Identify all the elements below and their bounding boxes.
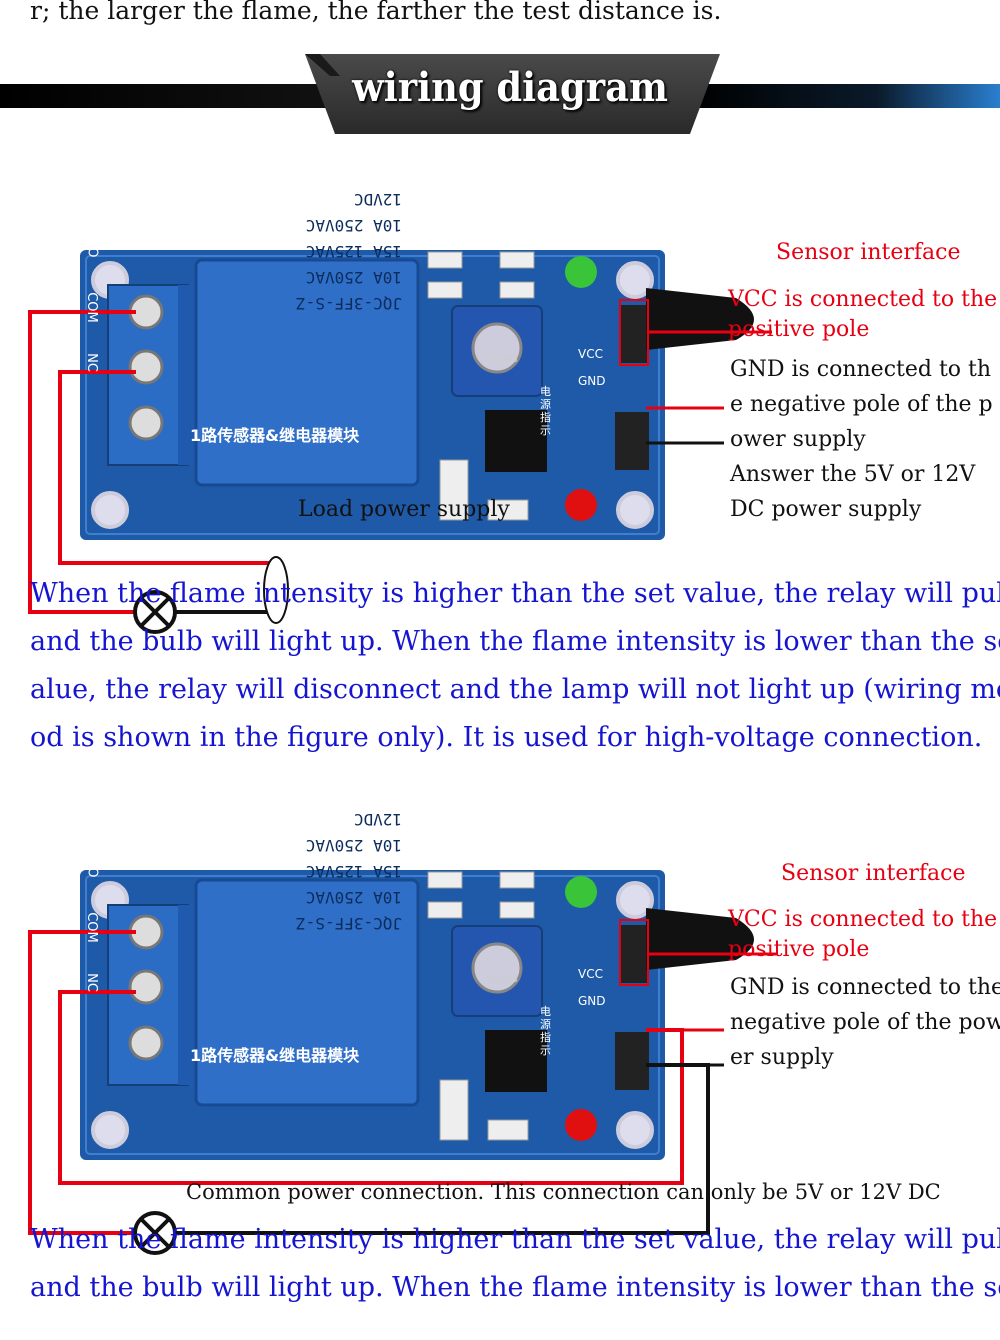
vcc-label-2-line-2: positive pole [728, 937, 870, 962]
sensor-interface-label-2: Sensor interface [781, 861, 966, 886]
common-power-label: Common power connection. This connection… [186, 1180, 941, 1204]
load-power-supply-icon [263, 556, 289, 624]
relay-module-board-1 [80, 250, 665, 540]
board-header-label: P2 [148, 170, 167, 188]
chip-label: LM393 [488, 355, 518, 365]
intro-text: r; the larger the flame, the farther the… [30, 0, 722, 25]
vcc-pin-label-2: VCC [578, 967, 603, 981]
gnd-label-2: GND is connected to the negative pole of… [730, 975, 1000, 1070]
vcc-label-line-2: positive pole [728, 317, 870, 342]
section-header-band [0, 54, 1000, 134]
terminal-label-nc: NC [83, 353, 99, 372]
switch-indicator-label-2: 开关指示 [550, 844, 594, 857]
bulb-icon [133, 590, 177, 634]
board-bottom-label-2: 1路传感器&继电器模块 [190, 1046, 360, 1065]
power-indicator-label: 电源指示 [540, 385, 551, 437]
power-indicator-label-2: 电源指示 [540, 1005, 551, 1057]
black-wire-common [172, 1063, 710, 1235]
terminal-label-nc-2: NC [83, 973, 99, 992]
terminal-label-com-2: COM [83, 912, 99, 943]
red-wire-no-2 [28, 930, 138, 1235]
bulb-icon-2 [133, 1211, 177, 1255]
red-wire-com [58, 370, 270, 565]
description-paragraph-1: When the flame intensity is higher than … [30, 578, 1000, 753]
vcc-label-line-1: VCC is connected to the [728, 287, 998, 312]
red-wire-no [28, 310, 138, 614]
flame-sensor-probe [646, 288, 754, 350]
board-header-label-2: P2 [148, 790, 167, 808]
gnd-pin-label-2: GND [578, 994, 606, 1008]
board-bottom-label: 1路传感器&继电器模块 [190, 426, 360, 445]
terminal-label-no-2: NO [84, 857, 100, 878]
wiring-diagram-1 [28, 250, 772, 634]
section-title: wiring diagram [352, 64, 668, 111]
vcc-pin-label: VCC [578, 347, 603, 361]
relay-module-board-2 [80, 870, 665, 1160]
terminal-label-no: NO [84, 237, 100, 258]
sensor-interface-label: Sensor interface [776, 240, 961, 265]
description-paragraph-2: When the flame intensity is higher than … [30, 1224, 1000, 1303]
chip-label-2: LM393 [488, 975, 518, 985]
vcc-label-2-line-1: VCC is connected to the [728, 907, 998, 932]
terminal-label-com: COM [83, 292, 99, 323]
wiring-diagram-2 [28, 870, 778, 1255]
gnd-pin-label: GND [578, 374, 606, 388]
gnd-label: GND is connected to th e negative pole o… [730, 357, 993, 522]
load-power-supply-label: Load power supply [298, 497, 510, 522]
switch-indicator-label: 开关指示 [550, 224, 594, 237]
